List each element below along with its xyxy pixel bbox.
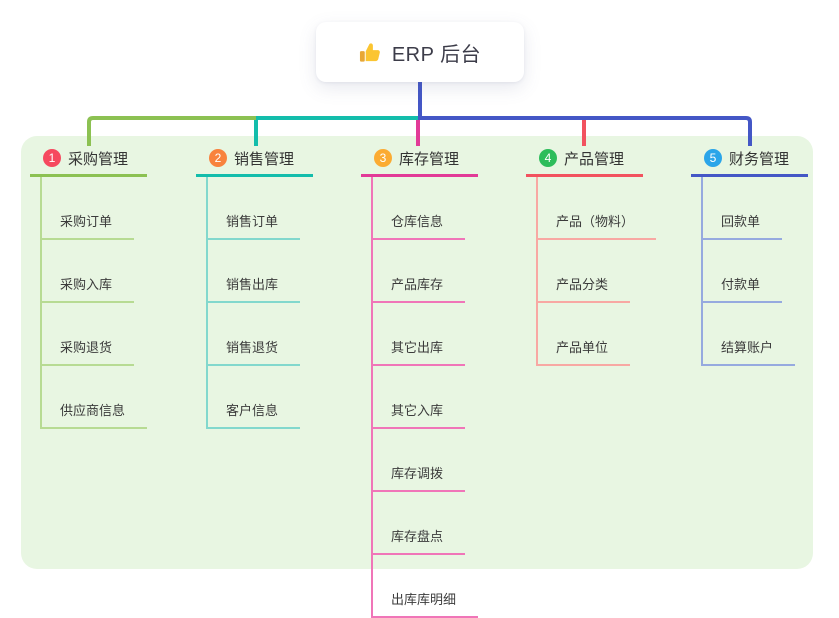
child-node[interactable]: 产品（物料） [538, 177, 657, 240]
branch-number-badge: 3 [374, 149, 392, 167]
child-node[interactable]: 采购入库 [42, 240, 135, 303]
branch-number-badge: 5 [704, 149, 722, 167]
child-node[interactable]: 销售退货 [208, 303, 301, 366]
child-node[interactable]: 供应商信息 [42, 366, 148, 429]
root-node[interactable]: ERP 后台 [316, 22, 524, 82]
child-node-label: 其它出库 [391, 340, 444, 355]
child-node[interactable]: 出库库明细 [373, 555, 479, 618]
child-node[interactable]: 其它入库 [373, 366, 466, 429]
child-node-label: 其它入库 [391, 403, 444, 418]
child-node-label: 供应商信息 [60, 403, 126, 418]
branch-number-badge: 2 [209, 149, 227, 167]
child-node-label: 销售出库 [226, 277, 279, 292]
branch-sales: 2 销售管理 销售订单 销售出库 销售退货 客户信息 [196, 142, 313, 429]
branch-header[interactable]: 5 财务管理 [691, 142, 808, 177]
child-node-label: 采购退货 [60, 340, 113, 355]
child-node-label: 出库库明细 [391, 592, 457, 607]
child-node-label: 付款单 [721, 277, 761, 292]
branch-number-badge: 4 [539, 149, 557, 167]
child-node-label: 回款单 [721, 214, 761, 229]
branch-header[interactable]: 4 产品管理 [526, 142, 643, 177]
branch-procurement: 1 采购管理 采购订单 采购入库 采购退货 供应商信息 [30, 142, 148, 429]
branch-label: 产品管理 [564, 150, 625, 168]
child-node[interactable]: 采购退货 [42, 303, 135, 366]
branch-label: 采购管理 [68, 150, 129, 168]
child-node[interactable]: 结算账户 [703, 303, 796, 366]
branch-header[interactable]: 3 库存管理 [361, 142, 478, 177]
branch-product: 4 产品管理 产品（物料） 产品分类 产品单位 [526, 142, 657, 366]
branch-finance: 5 财务管理 回款单 付款单 结算账户 [691, 142, 808, 366]
child-node-label: 产品（物料） [556, 214, 635, 229]
child-node[interactable]: 客户信息 [208, 366, 301, 429]
branch-inventory: 3 库存管理 仓库信息 产品库存 其它出库 其它入库 库存调拨 库存盘点 出库库… [361, 142, 479, 618]
child-node[interactable]: 库存盘点 [373, 492, 466, 555]
child-node-label: 采购订单 [60, 214, 113, 229]
mindmap-canvas: ERP 后台 1 采购管理 采购订单 采购入库 采购退货 供应商信息 2 销售管… [21, 22, 813, 618]
child-node-label: 仓库信息 [391, 214, 444, 229]
child-node-label: 库存盘点 [391, 529, 444, 544]
child-node[interactable]: 仓库信息 [373, 177, 466, 240]
child-node[interactable]: 付款单 [703, 240, 783, 303]
child-node[interactable]: 产品分类 [538, 240, 631, 303]
child-node[interactable]: 产品库存 [373, 240, 466, 303]
child-node[interactable]: 产品单位 [538, 303, 631, 366]
branch-label: 库存管理 [399, 150, 460, 168]
child-node-label: 销售订单 [226, 214, 279, 229]
child-node-label: 结算账户 [721, 340, 774, 355]
child-node[interactable]: 销售出库 [208, 240, 301, 303]
child-node[interactable]: 库存调拨 [373, 429, 466, 492]
thumbs-up-icon [359, 42, 380, 62]
branch-children: 采购订单 采购入库 采购退货 供应商信息 [40, 177, 148, 429]
child-node-label: 产品单位 [556, 340, 609, 355]
child-node[interactable]: 其它出库 [373, 303, 466, 366]
child-node-label: 库存调拨 [391, 466, 444, 481]
child-node-label: 采购入库 [60, 277, 113, 292]
child-node-label: 产品分类 [556, 277, 609, 292]
branch-number-badge: 1 [43, 149, 61, 167]
branch-label: 销售管理 [234, 150, 295, 168]
child-node[interactable]: 采购订单 [42, 177, 135, 240]
branch-header[interactable]: 1 采购管理 [30, 142, 147, 177]
branch-header[interactable]: 2 销售管理 [196, 142, 313, 177]
branch-children: 回款单 付款单 结算账户 [701, 177, 796, 366]
child-node-label: 客户信息 [226, 403, 279, 418]
root-title: ERP 后台 [391, 43, 482, 66]
branch-children: 仓库信息 产品库存 其它出库 其它入库 库存调拨 库存盘点 出库库明细 [371, 177, 479, 618]
branch-children: 销售订单 销售出库 销售退货 客户信息 [206, 177, 301, 429]
child-node-label: 产品库存 [391, 277, 444, 292]
branch-children: 产品（物料） 产品分类 产品单位 [536, 177, 657, 366]
branch-label: 财务管理 [729, 150, 790, 168]
child-node-label: 销售退货 [226, 340, 279, 355]
child-node[interactable]: 回款单 [703, 177, 783, 240]
child-node[interactable]: 销售订单 [208, 177, 301, 240]
branches-panel-background [21, 136, 813, 569]
